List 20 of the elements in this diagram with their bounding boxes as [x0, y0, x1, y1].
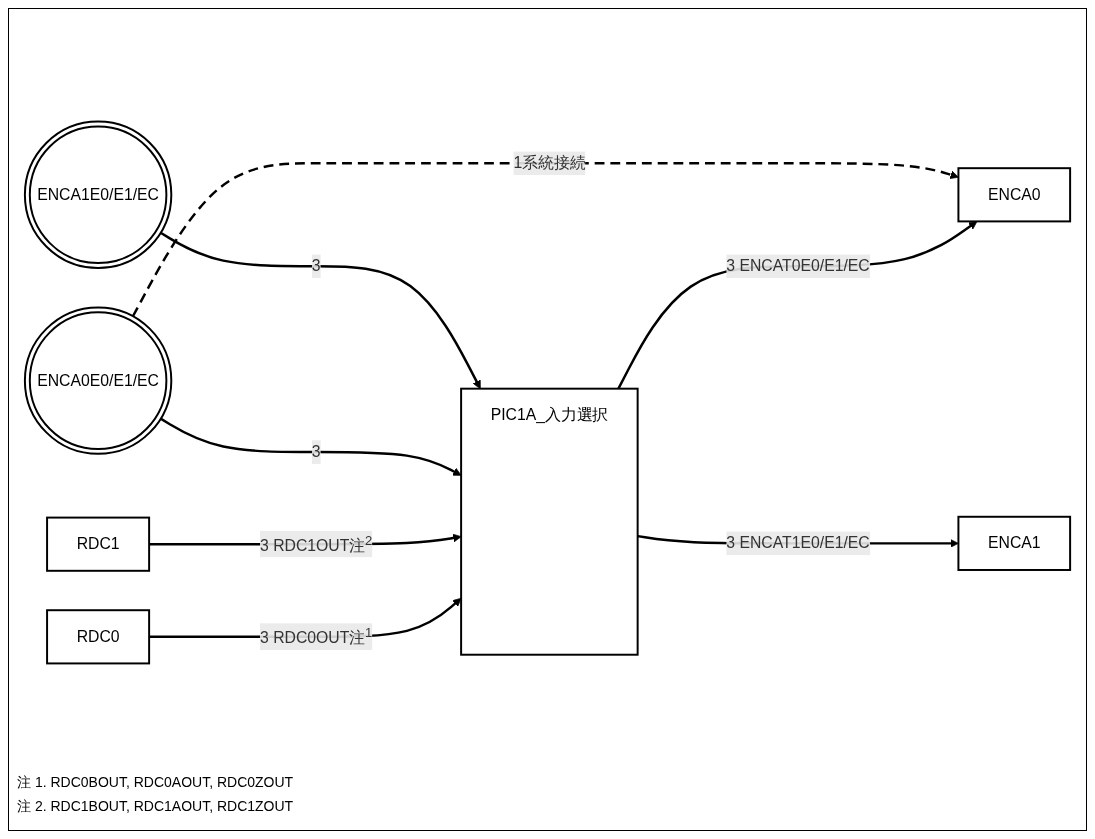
- footnote: 注 1. RDC0BOUT, RDC0AOUT, RDC0ZOUT: [17, 774, 295, 792]
- arrow: [617, 221, 978, 390]
- node-box: ENCA0: [957, 167, 1072, 223]
- edge-label: 3 ENCAT0E0/E1/EC: [726, 257, 870, 275]
- node-box: PIC1A_入力選択: [460, 387, 639, 656]
- arrow: [131, 162, 959, 317]
- edge-label: 3 RDC1OUT注$^{2}$: [260, 532, 373, 554]
- node-box: ENCA1: [957, 515, 1072, 571]
- arrow: [160, 231, 481, 390]
- node-box: RDC1: [46, 516, 151, 572]
- edge-label: 3 ENCAT1E0/E1/EC: [726, 534, 870, 552]
- edge-label: 3: [311, 443, 321, 460]
- node-circle: ENCA1E0/E1/EC: [23, 120, 173, 269]
- edge-label: 3 RDC0OUT注$^{1}$: [260, 625, 373, 647]
- arrow: [160, 417, 462, 476]
- node-circle: ENCA0E0/E1/EC: [23, 306, 173, 455]
- footnote: 注 2. RDC1BOUT, RDC1AOUT, RDC1ZOUT: [17, 798, 295, 816]
- edge-label: 3: [311, 257, 321, 275]
- edge-label: 1系統接続: [513, 154, 586, 172]
- node-box: RDC0: [46, 609, 151, 665]
